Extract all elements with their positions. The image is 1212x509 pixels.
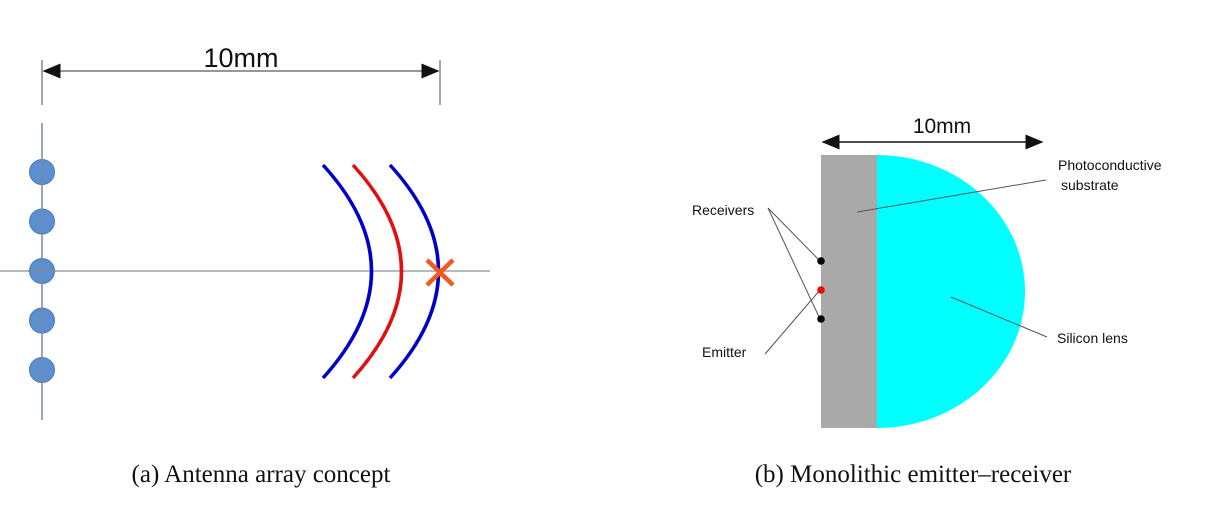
figure-a-antenna-array: 10mm (a) Antenna array concept [0, 43, 490, 488]
antenna-elements [28, 123, 56, 420]
receiver-dot-top [817, 257, 825, 265]
dimension-indicator-b: 10mm [821, 115, 1044, 150]
figure-b-monolithic-emitter-receiver: 10mm Receivers Emitter Photoconductive s… [692, 115, 1162, 488]
photoconductive-substrate [821, 155, 877, 428]
substrate-label-line2: substrate [1061, 177, 1119, 193]
receiver-dot-bottom [817, 315, 825, 323]
emitter-leader-line [764, 289, 821, 355]
substrate-label-line1: Photoconductive [1058, 157, 1162, 173]
dimension-indicator-a: 10mm [41, 43, 441, 105]
lens-label: Silicon lens [1057, 330, 1128, 346]
silicon-lens [877, 155, 1025, 428]
dimension-label: 10mm [203, 43, 278, 73]
wavefront-arc-1 [321, 163, 374, 380]
receivers-label: Receivers [692, 202, 754, 218]
wavefront-arc-2 [351, 163, 404, 380]
receiver-leader-line-2 [767, 207, 821, 320]
caption-a: (a) Antenna array concept [132, 461, 391, 488]
emitter-dot [817, 286, 825, 294]
emitter-label: Emitter [702, 344, 747, 360]
receiver-leader-line-1 [767, 207, 821, 262]
lens-leader-line [950, 296, 1048, 338]
substrate-leader-line [856, 179, 1047, 213]
focus-point-x-marker [425, 258, 455, 287]
caption-b: (b) Monolithic emitter–receiver [755, 461, 1072, 488]
dimension-label: 10mm [913, 115, 971, 138]
